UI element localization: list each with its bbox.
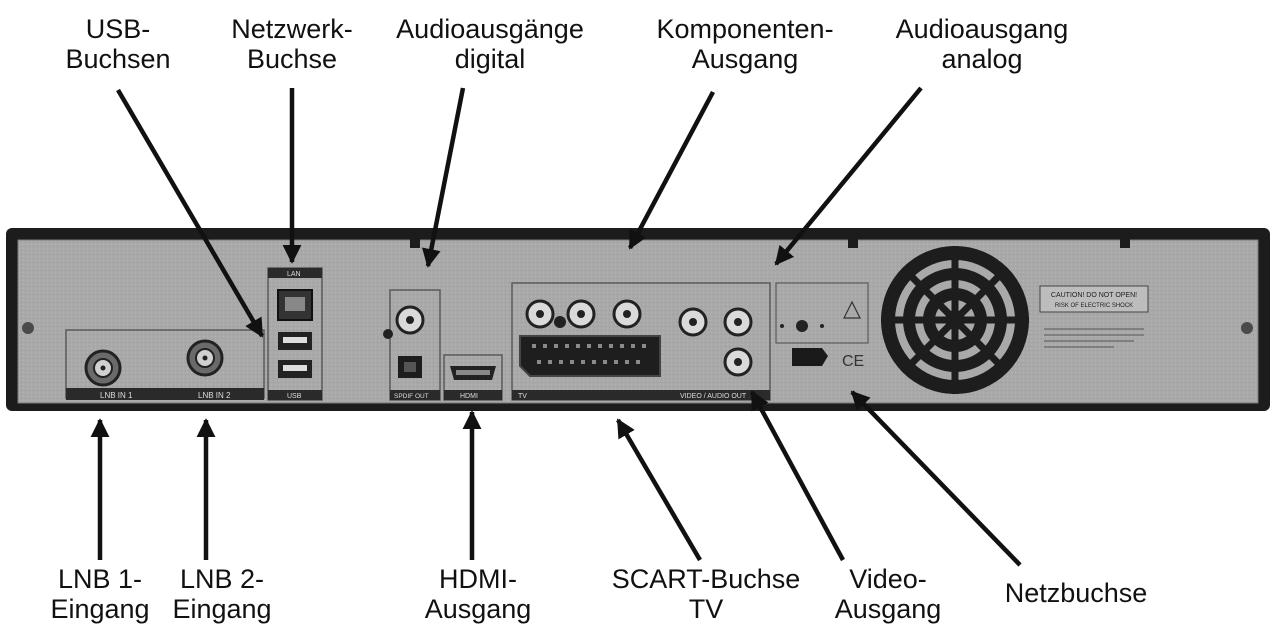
lnb-in-1-text: LNB IN 1 [100,391,133,400]
arrow-video [752,392,843,560]
arrow-power [852,392,1020,565]
power-socket-icon [792,348,828,366]
label-usb-ports: USB- Buchsen [65,14,170,74]
coaxial-rca-icon [397,307,423,333]
usb-text: USB [287,393,302,400]
screw-icon [22,322,34,334]
component-rca-pb-icon [568,301,594,327]
audio-rca-left-icon [680,309,706,335]
component-rca-pr-icon [614,301,640,327]
screw-icon [1241,322,1253,334]
spdif-out-text: SPDIF OUT [394,393,429,400]
label-audio-analog: Audioausgang analog [896,14,1069,74]
label-power-socket: Netzbuchse [1005,578,1148,608]
arrow-component [630,92,713,248]
label-lnb2-input: LNB 2- Eingang [172,564,271,624]
audio-rca-right-icon [725,309,751,335]
lnb-in-2-text: LNB IN 2 [198,391,231,400]
video-rca-icon [725,349,751,375]
hdmi-text: HDMI [460,393,478,400]
lnb-2-connector-icon [188,341,222,375]
label-video-output: Video- Ausgang [835,564,942,624]
lan-text: LAN [287,271,301,278]
label-network-port: Netzwerk- Buchse [231,14,353,74]
video-audio-out-text: VIDEO / AUDIO OUT [680,393,747,400]
tv-text: TV [518,393,527,400]
ce-mark: CE [842,353,864,370]
label-scart-tv: SCART-Buchse TV [612,564,801,624]
component-rca-y-icon [527,301,553,327]
lnb-1-connector-icon [86,351,120,385]
svg-text:RISK OF ELECTRIC SHOCK: RISK OF ELECTRIC SHOCK [1055,303,1133,309]
arrow-scart [618,420,700,560]
label-lnb1-input: LNB 1- Eingang [50,564,149,624]
label-hdmi-output: HDMI- Ausgang [425,564,532,624]
label-audio-digital: Audioausgänge digital [396,14,584,74]
svg-text:CAUTION! DO NOT OPEN!: CAUTION! DO NOT OPEN! [1051,292,1137,299]
scart-port-icon [520,336,660,376]
label-component-output: Komponenten- Ausgang [656,14,833,74]
fan-grille-icon [881,246,1029,394]
